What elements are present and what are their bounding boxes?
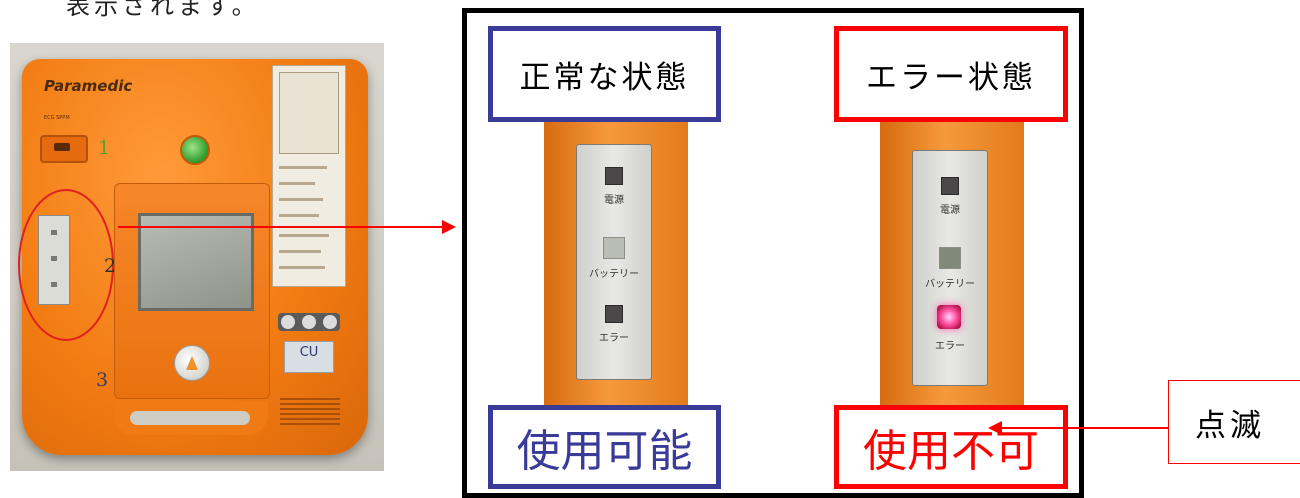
direction-text-line <box>279 182 315 185</box>
power-led-icon <box>605 167 623 185</box>
power-led-label: 電源 <box>940 205 960 216</box>
direction-text-line <box>279 166 327 169</box>
error-led-label: エラー <box>935 341 965 352</box>
blink-label: 点滅 <box>1168 380 1300 464</box>
brand-label: Paramedic <box>44 77 133 95</box>
normal-state-title: 正常な状態 <box>488 26 721 122</box>
blink-arrow-line <box>1000 427 1168 429</box>
speaker-grille-icon <box>280 395 340 435</box>
error-state-title: エラー状態 <box>834 26 1068 122</box>
step-number-3: 3 <box>96 369 109 391</box>
down-arrow-icon <box>322 315 337 329</box>
battery-led-icon <box>939 247 961 269</box>
power-led-label: 電源 <box>604 195 624 206</box>
led-panel: 電源 バッテリー エラー <box>912 150 988 386</box>
error-state-led-strip: 電源 バッテリー エラー <box>880 122 1024 405</box>
power-button-icon <box>180 135 210 165</box>
ecg-port-label: ECG SPPM <box>44 115 70 121</box>
up-arrow-icon <box>281 315 296 329</box>
handle-slot <box>130 411 250 425</box>
direction-text-line <box>279 250 321 253</box>
ecg-port-slot <box>54 143 70 151</box>
error-led-icon <box>605 305 623 323</box>
error-led-label: エラー <box>599 333 629 344</box>
shock-button-icon <box>174 345 210 381</box>
error-state-result: 使用不可 <box>834 405 1068 489</box>
menu-icon <box>301 315 316 329</box>
carry-handle <box>114 401 268 435</box>
device-screen <box>138 213 254 311</box>
direction-text-line <box>279 234 329 237</box>
direction-text-line <box>279 214 319 217</box>
cu-badge: CU <box>284 341 334 373</box>
intro-text: 表示されます。 <box>66 0 260 20</box>
normal-state-result: 使用可能 <box>488 405 721 489</box>
callout-arrow-line <box>118 226 444 228</box>
direction-text-line <box>279 266 325 269</box>
torso-figure-icon <box>279 72 339 154</box>
battery-led-label: バッテリー <box>925 279 975 290</box>
arrow-right-icon <box>442 220 456 234</box>
battery-led-label: バッテリー <box>589 269 639 280</box>
direction-card <box>272 65 346 287</box>
led-panel: 電源 バッテリー エラー <box>576 144 652 380</box>
lightning-bolt-icon <box>186 356 198 370</box>
arrow-left-icon <box>988 421 1002 435</box>
normal-state-led-strip: 電源 バッテリー エラー <box>544 122 688 405</box>
nav-buttons <box>278 313 340 331</box>
error-led-blinking-icon <box>937 305 961 329</box>
step-number-2: 2 <box>104 255 117 277</box>
battery-led-icon <box>603 237 625 259</box>
direction-text-line <box>279 198 323 201</box>
step-number-1: 1 <box>98 137 111 159</box>
aed-photo: Paramedic ECG SPPM 1 2 3 CU <box>10 43 384 471</box>
power-led-icon <box>941 177 959 195</box>
indicator-callout-circle <box>18 189 114 341</box>
